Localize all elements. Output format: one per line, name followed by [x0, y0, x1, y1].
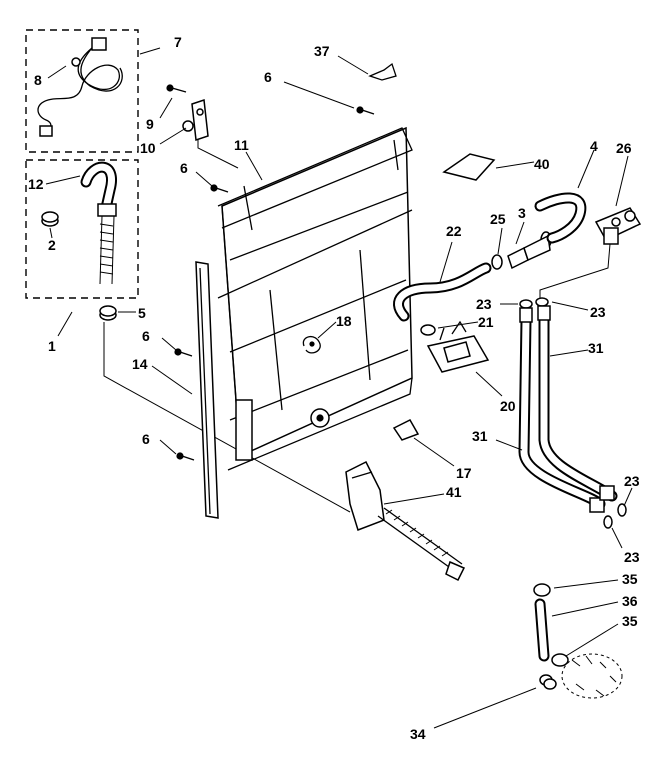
washer-23-bottom-right — [617, 503, 627, 517]
bracket-40-part — [442, 153, 496, 181]
water-valve-26-part — [539, 207, 642, 300]
callout-34: 34 — [410, 726, 426, 742]
hose-clamp-part — [41, 211, 59, 227]
callout-17: 17 — [456, 465, 472, 481]
callout-25: 25 — [490, 211, 506, 227]
pump-bracket-20-part — [426, 320, 490, 373]
callout-23-right: 23 — [624, 473, 640, 489]
kit-box-drain-hose — [25, 159, 139, 299]
callout-31-right: 31 — [588, 340, 604, 356]
callout-9: 9 — [146, 116, 154, 132]
callout-37: 37 — [314, 43, 330, 59]
washer-23-bottom-lower — [603, 515, 613, 529]
screw-6-top — [356, 106, 375, 115]
callout-8: 8 — [34, 72, 42, 88]
callout-12: 12 — [28, 176, 44, 192]
clip-21-part — [420, 324, 436, 336]
callout-6-top: 6 — [264, 69, 272, 85]
callout-35-top: 35 — [622, 571, 638, 587]
callout-10: 10 — [140, 140, 156, 156]
bracket-guide-line — [197, 140, 239, 169]
callout-23-lower: 23 — [624, 549, 640, 565]
callout-26: 26 — [616, 140, 632, 156]
callout-40: 40 — [534, 156, 550, 172]
screw-9-part — [166, 84, 187, 93]
leader-lines — [45, 47, 633, 729]
kit-box-power-cord — [25, 29, 139, 153]
clamp-18-part — [302, 336, 321, 354]
power-cord-part — [37, 37, 123, 137]
callout-41: 41 — [446, 484, 462, 500]
callout-7: 7 — [174, 34, 182, 50]
callout-5: 5 — [138, 305, 146, 321]
fill-hoses-31-part — [518, 305, 618, 513]
screw-6-left-upper — [210, 184, 229, 193]
drain-outlet-41-part — [345, 460, 466, 582]
callout-3: 3 — [518, 205, 526, 221]
tube-3-part — [507, 231, 552, 270]
rear-panel-part — [217, 126, 413, 471]
bracket-10-part — [182, 98, 209, 142]
cabinet-side-part — [195, 261, 219, 519]
callout-21: 21 — [478, 314, 494, 330]
standpipe-shading — [561, 653, 623, 699]
callout-36: 36 — [622, 593, 638, 609]
plate-17-part — [392, 419, 420, 441]
callout-22: 22 — [446, 223, 462, 239]
callout-35-bottom: 35 — [622, 613, 638, 629]
callout-23-top-right: 23 — [590, 304, 606, 320]
drain-hose-part — [80, 161, 117, 285]
clamp-34-part — [539, 674, 557, 690]
callout-14: 14 — [132, 356, 148, 372]
callout-6-left-mid: 6 — [142, 328, 150, 344]
drain-hose-36-part — [533, 583, 569, 667]
screw-6-left-lower — [176, 452, 195, 461]
washer-25-part — [491, 254, 503, 270]
callout-20: 20 — [500, 398, 516, 414]
screw-6-left-mid — [174, 348, 193, 357]
callout-2: 2 — [48, 237, 56, 253]
callout-1: 1 — [48, 338, 56, 354]
clamp-5-part — [99, 305, 117, 321]
callout-23-top-left: 23 — [476, 296, 492, 312]
callout-18: 18 — [336, 313, 352, 329]
washer-23-top-left — [519, 299, 533, 309]
callout-31-left: 31 — [472, 428, 488, 444]
callout-4: 4 — [590, 138, 598, 154]
drain-hose-guide-line — [103, 322, 351, 513]
clip-37-part — [368, 62, 397, 81]
inlet-hose-22-part — [393, 262, 492, 322]
fill-hose-4-part — [534, 192, 587, 244]
washer-23-top-right — [535, 297, 549, 307]
callout-11: 11 — [234, 137, 249, 153]
callout-6-left-upper: 6 — [180, 160, 188, 176]
callout-6-left-lower: 6 — [142, 431, 150, 447]
